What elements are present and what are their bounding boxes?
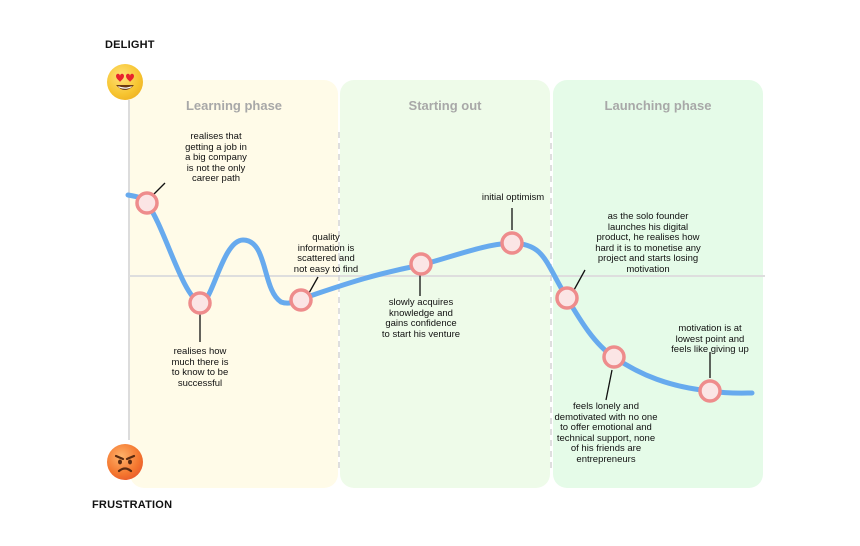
leader-line: [152, 182, 166, 196]
annotation-information-scattered: quality information is scattered and not…: [293, 232, 359, 275]
journey-marker: [135, 191, 159, 215]
journey-marker: [409, 252, 433, 276]
annotation-gains-confidence: slowly acquires knowledge and gains conf…: [381, 297, 461, 340]
heart-eyes-emoji-icon: [107, 64, 143, 100]
journey-marker: [188, 291, 212, 315]
annotation-much-to-know: realises how much there is to know to be…: [171, 346, 229, 389]
annotation-initial-optimism: initial optimism: [481, 192, 545, 203]
journey-marker: [602, 345, 626, 369]
phase-learning: Learning phase: [130, 80, 338, 488]
leader-line: [308, 276, 319, 294]
phase-title-starting-out: Starting out: [408, 98, 482, 113]
leader-line: [573, 269, 586, 291]
annotation-career-path: realises that getting a job in a big com…: [185, 131, 247, 184]
journey-marker: [555, 286, 579, 310]
phase-starting-out: Starting out: [340, 80, 550, 488]
journey-marker: [289, 288, 313, 312]
phase-launching: Launching phase: [553, 80, 763, 488]
delight-label: DELIGHT: [105, 39, 155, 51]
phase-title-learning: Learning phase: [185, 98, 283, 113]
annotation-lowest-point: motivation is at lowest point and feels …: [671, 323, 749, 355]
annotation-losing-motivation: as the solo founder launches his digital…: [595, 211, 701, 275]
frustration-label: FRUSTRATION: [92, 499, 173, 511]
leader-line: [605, 369, 613, 401]
journey-marker: [500, 231, 524, 255]
journey-marker: [698, 379, 722, 403]
phase-title-launching: Launching phase: [604, 98, 712, 113]
annotation-feels-lonely: feels lonely and demotivated with no one…: [554, 401, 658, 465]
angry-face-emoji-icon: [107, 444, 143, 480]
